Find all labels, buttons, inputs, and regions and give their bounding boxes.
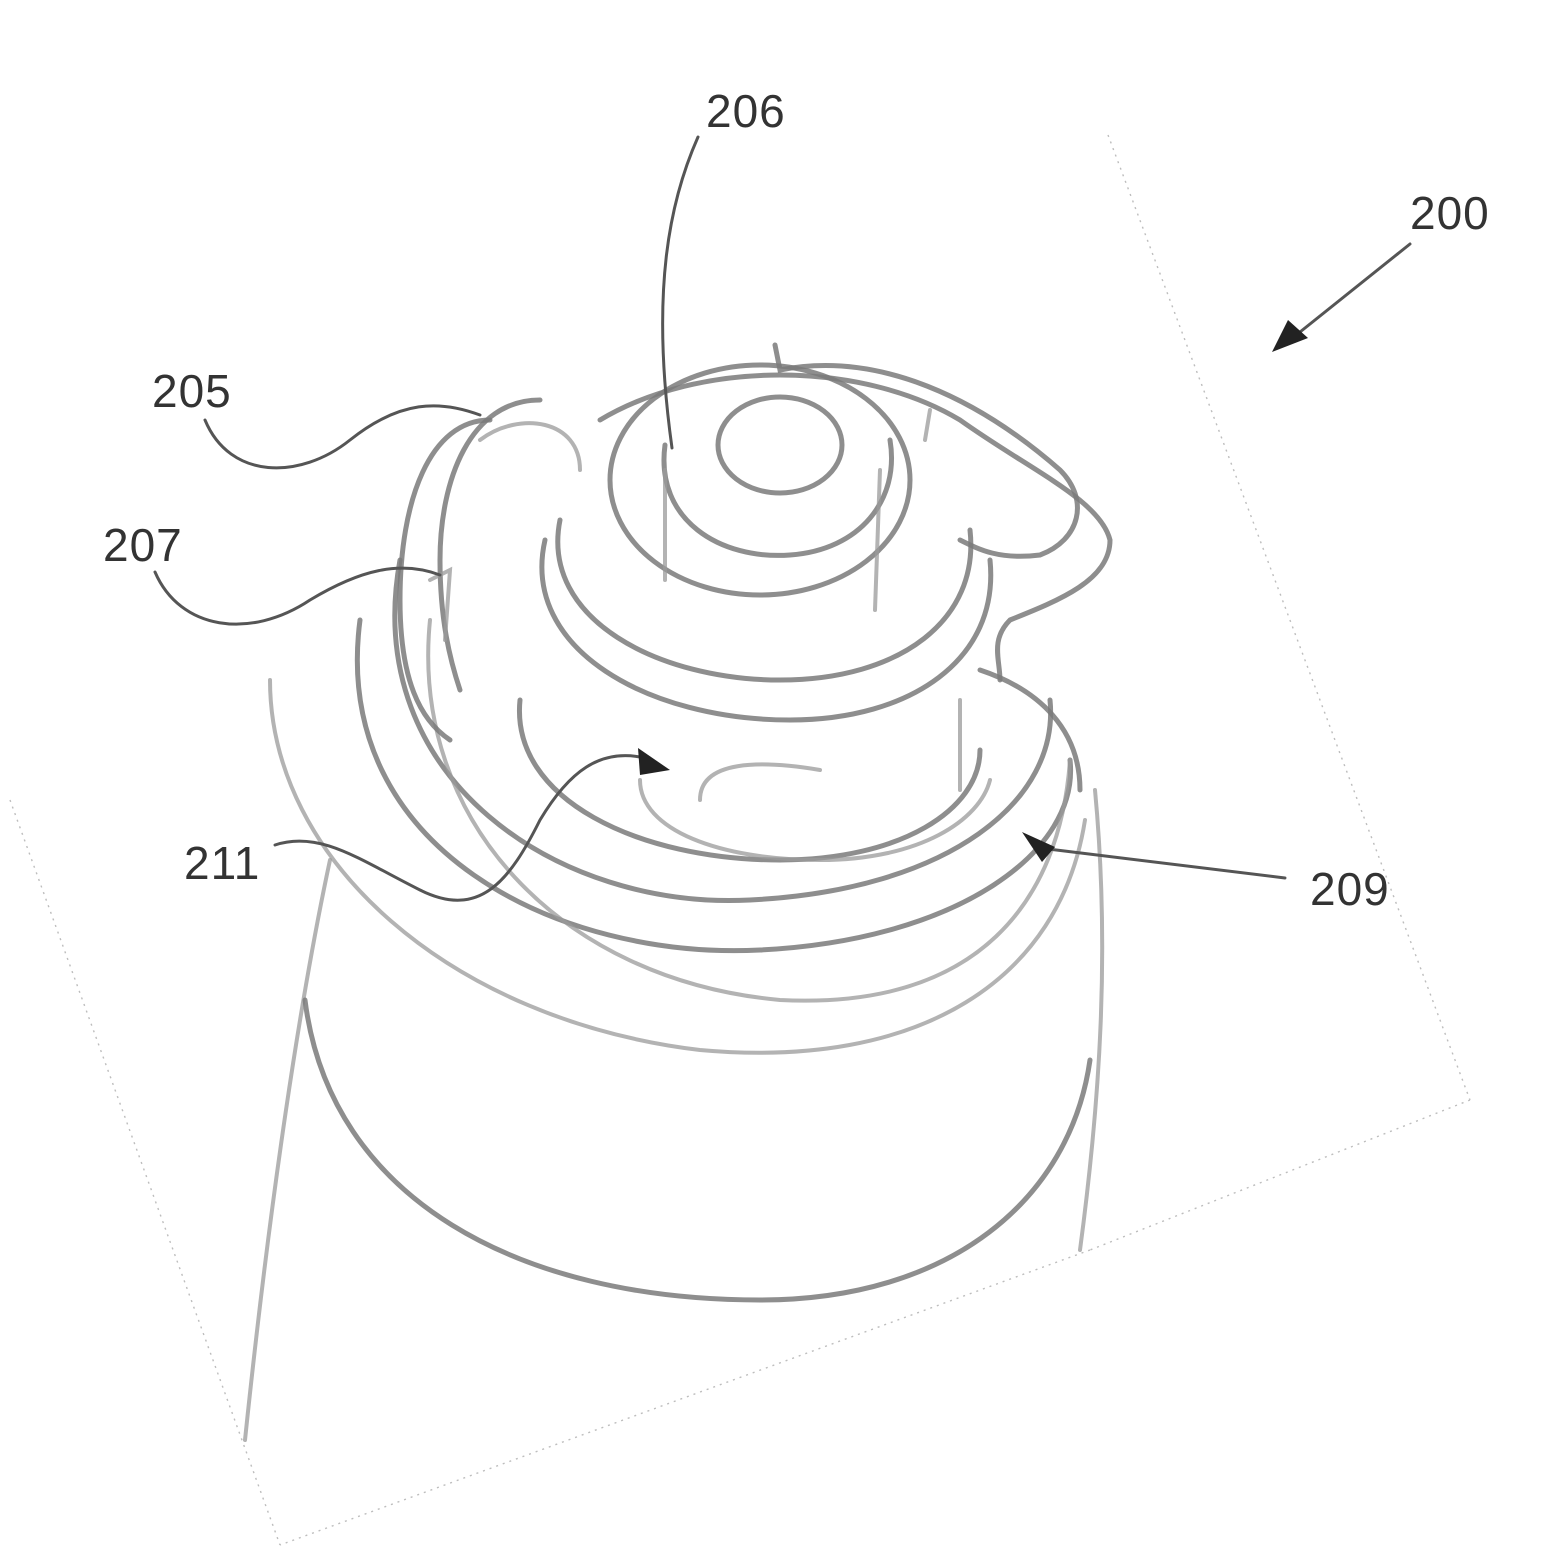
leader-200 bbox=[1288, 242, 1412, 342]
ref-label-205: 205 bbox=[152, 365, 232, 417]
ground-plane bbox=[9, 134, 1471, 1546]
side-latch bbox=[397, 397, 582, 743]
ref-label-207: 207 bbox=[103, 519, 183, 571]
leader-209 bbox=[1038, 846, 1287, 880]
ref-label-209: 209 bbox=[1310, 863, 1390, 915]
closure-body-rings bbox=[354, 557, 1074, 1003]
arrow-200-icon bbox=[1272, 320, 1308, 352]
arrow-209-icon bbox=[1022, 832, 1055, 862]
arrow-211-icon bbox=[638, 748, 670, 775]
leader-206 bbox=[661, 135, 700, 450]
leader-lines bbox=[153, 135, 1412, 902]
closure-base-skirt bbox=[243, 678, 1105, 1442]
right-retainer bbox=[698, 667, 1083, 802]
leader-207 bbox=[153, 566, 442, 626]
arrowheads bbox=[638, 320, 1308, 862]
ref-label-206: 206 bbox=[706, 85, 786, 137]
ref-label-200: 200 bbox=[1410, 187, 1490, 239]
leader-211 bbox=[273, 754, 642, 902]
ref-label-211: 211 bbox=[184, 837, 261, 889]
hinged-lid bbox=[597, 342, 1113, 683]
spout-assembly bbox=[539, 362, 994, 723]
leader-205 bbox=[203, 404, 482, 470]
